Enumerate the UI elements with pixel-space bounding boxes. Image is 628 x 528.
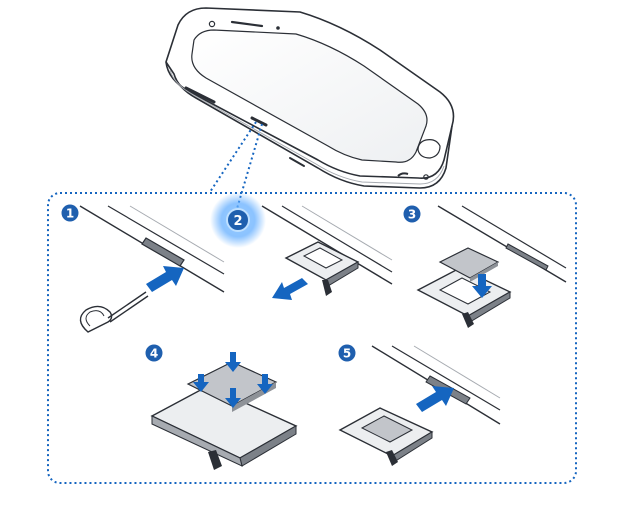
step-badge-2: 2 [226,208,250,232]
press-arrow-icon [257,374,273,394]
step-number: 3 [408,208,416,222]
step-5-tray-lip [386,450,398,466]
step-3-phone-slot [505,243,549,271]
phone-side-band [169,69,445,185]
step-3-tray-cutout [438,277,492,305]
step-1-insert-arrow-icon [146,266,184,292]
step-3-down-arrow-icon [472,274,492,298]
step-5-panel [338,345,501,466]
step-1-phone-edge-inner [107,205,225,275]
step-1-phone-edge-back [129,205,225,263]
step-1-panel [79,205,225,333]
step-badge-4: 4 [145,344,163,362]
step-number: 4 [150,347,158,361]
step-4-tray-left [151,415,243,467]
step-2-tray-lip [322,280,332,296]
step-number-icon [226,208,250,232]
step-badge-5: 5 [338,344,356,362]
step-5-phone-edge-inner [391,345,501,411]
step-number-icon [145,344,163,362]
step-5-phone-edge-back [413,345,501,399]
step-4-panel [150,352,298,470]
step-number-icon [61,204,79,222]
step-2-phone-edge-inner [281,205,393,273]
phone-screen [191,29,428,163]
step-badge-3: 3 [403,205,421,223]
detail-frame [47,192,577,484]
press-arrow-icon [225,352,241,372]
callout-line-left [209,121,257,193]
step-1-tray-slot [141,237,185,267]
phone-illustration [165,7,455,189]
step-3-panel [416,205,567,328]
step-5-sim-card [360,415,414,443]
phone-port [397,172,409,177]
phone-camera-icon [208,20,216,28]
press-arrow-icon [193,374,209,392]
phone-sensor-icon [276,26,280,30]
press-arrow-icon [225,388,241,408]
step-number: 2 [233,214,242,229]
ejection-pin-icon [79,291,149,333]
phone-volume-button [184,86,216,104]
step-5-insert-arrow-icon [416,386,454,412]
phone-home-button [417,139,441,159]
step-3-sim-card-edge [470,262,498,282]
phone-speaker [230,20,264,28]
phone-jack [423,174,429,180]
step-2-phone-edge [261,205,393,285]
step-number: 1 [66,207,74,221]
step-3-phone-edge-inner [461,205,567,269]
step-2-pull-arrow-icon [272,278,308,300]
step-number-icon [403,205,421,223]
phone-sim-slot [250,116,268,127]
step-3-tray-lip [462,312,474,328]
step-4-tray-lip [208,450,222,470]
step-2-panel [261,205,393,300]
step-2-tray-cutout [302,247,344,269]
step-4-press-arrows [193,352,273,408]
phone-bottom-edge [289,157,305,167]
step-badge-1: 1 [61,204,79,222]
step-number-icon [338,344,356,362]
step-2-phone-edge-back [301,205,393,261]
step-number: 5 [343,347,351,361]
